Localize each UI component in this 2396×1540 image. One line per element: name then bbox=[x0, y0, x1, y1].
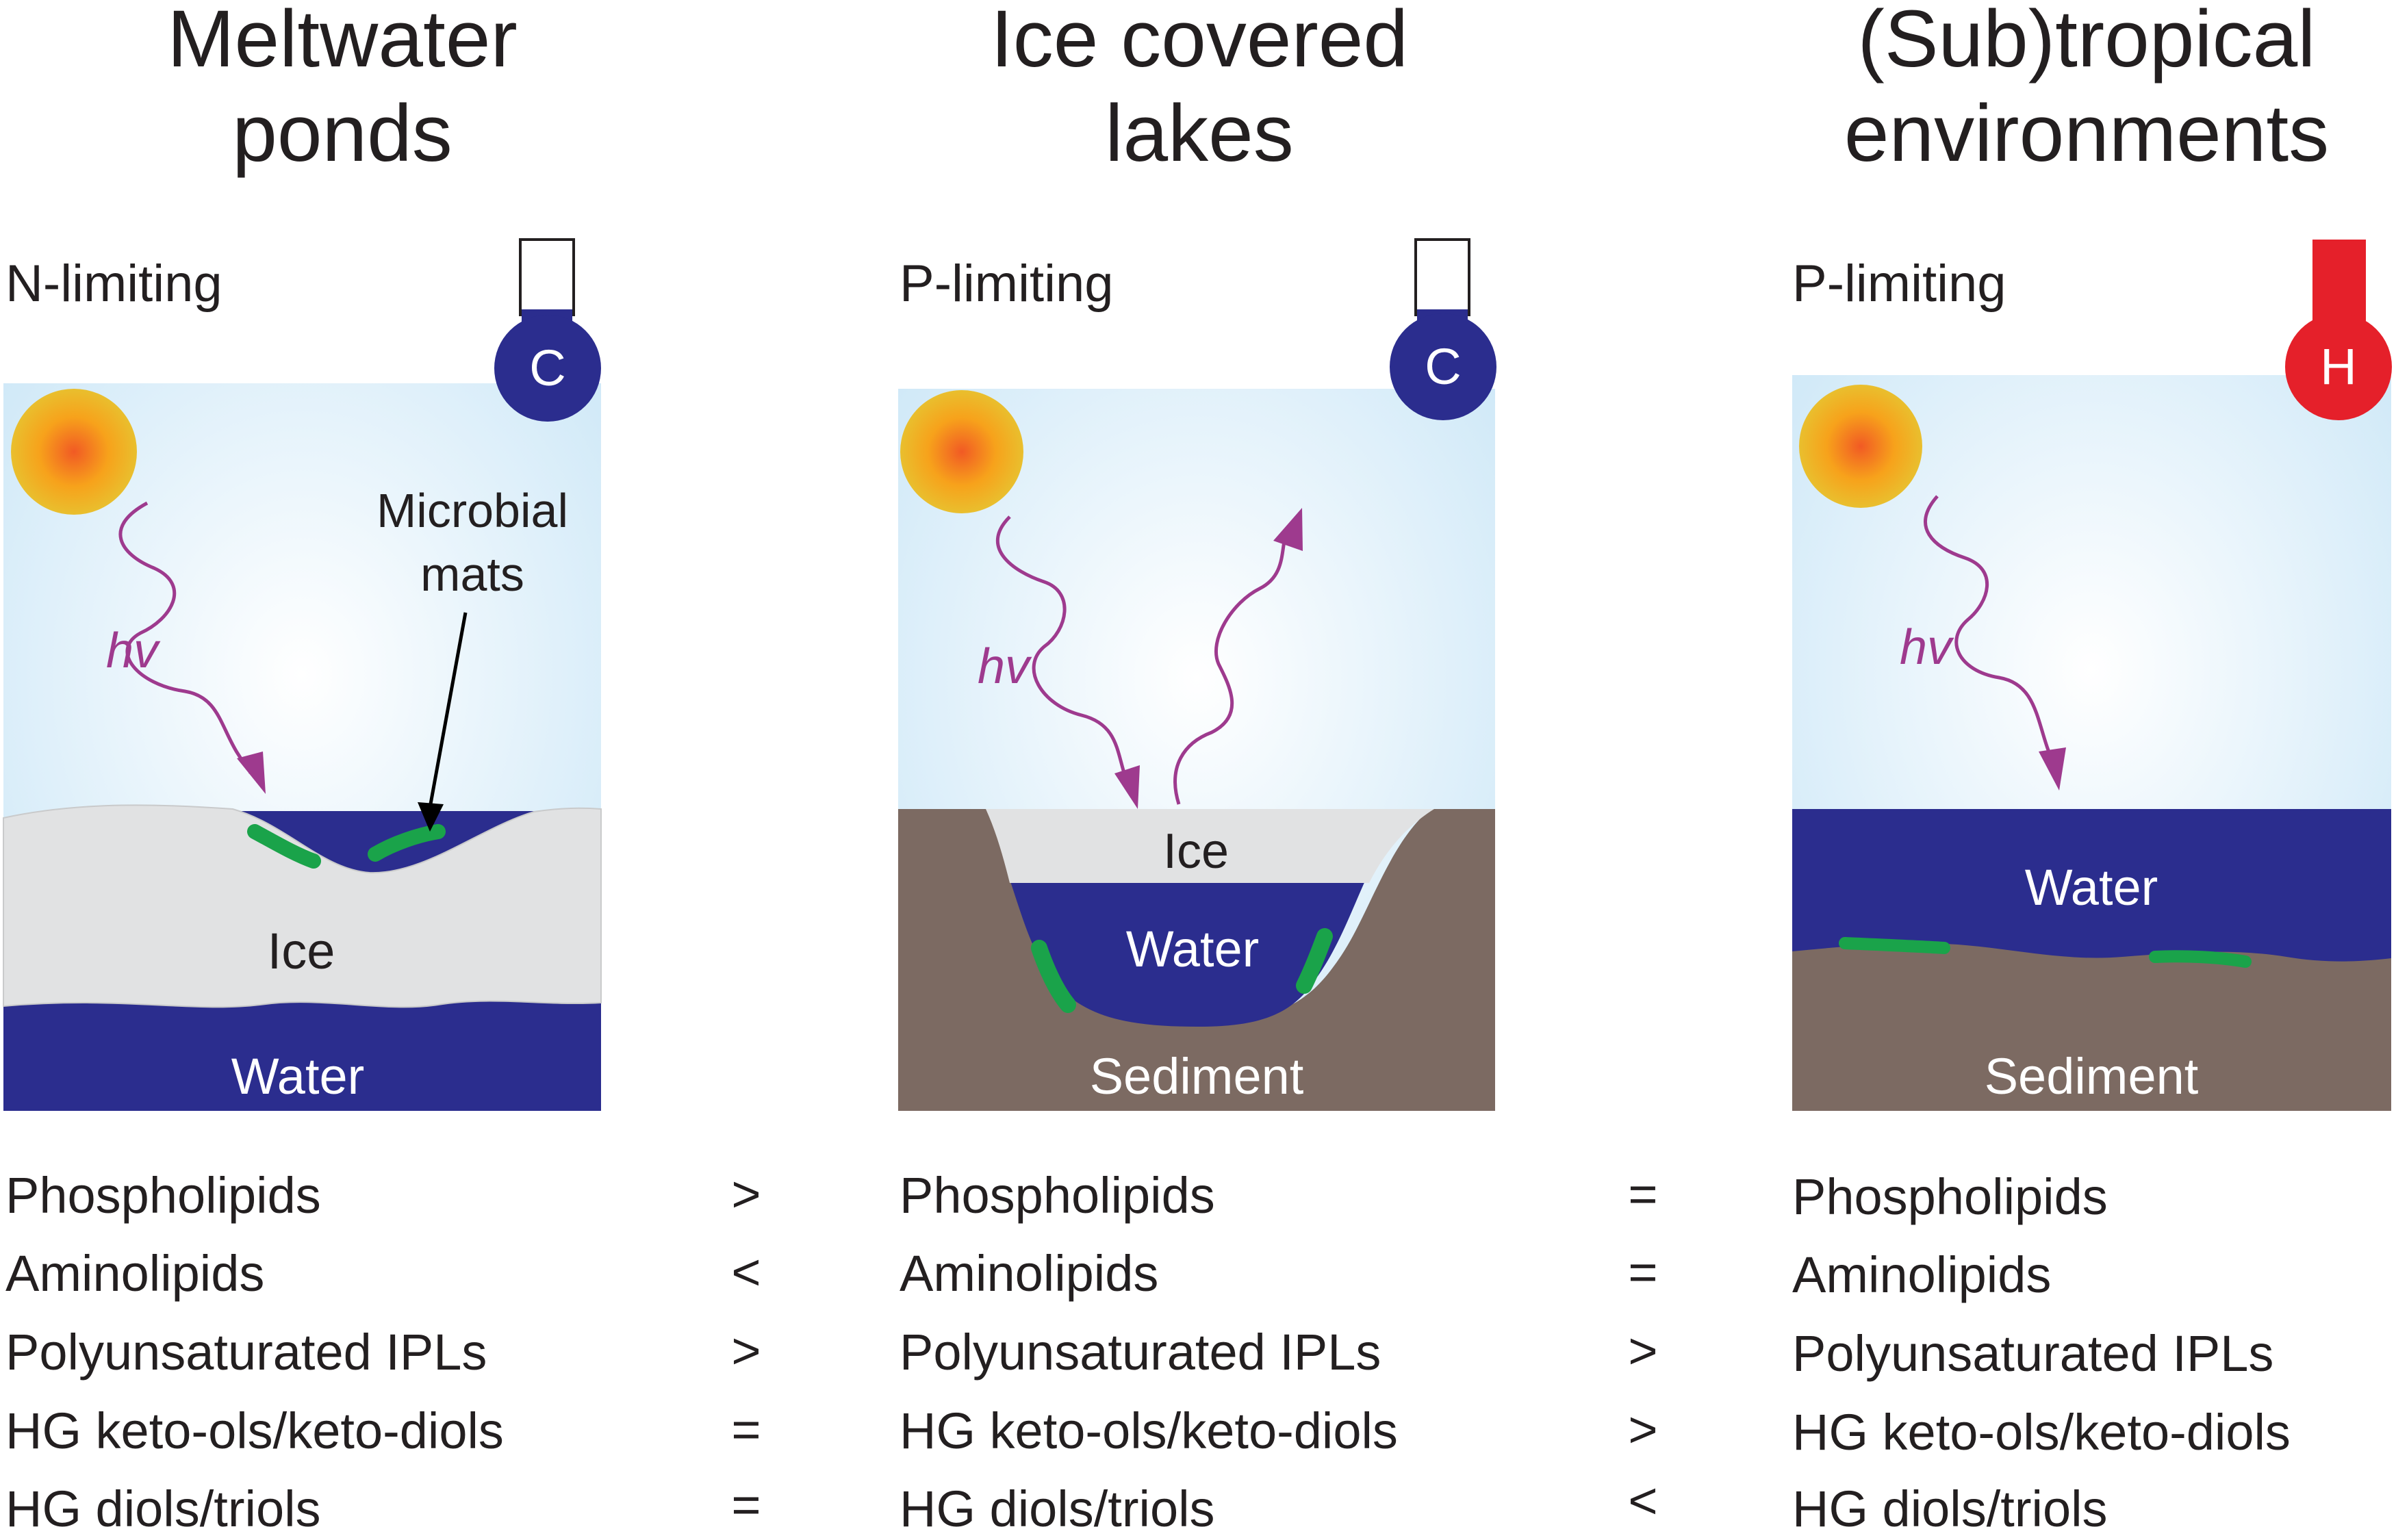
sediment-layer bbox=[1792, 943, 2391, 1111]
comparison-symbol: > bbox=[1628, 1401, 1658, 1458]
thermometer-letter: C bbox=[529, 339, 565, 396]
comparison-symbol: > bbox=[1628, 1322, 1658, 1379]
sun-icon bbox=[1799, 385, 1922, 508]
sediment-label: Sediment bbox=[1090, 1048, 1304, 1105]
water-label: Water bbox=[1126, 921, 1260, 977]
lipid-class: HG keto-ols/keto-diols bbox=[900, 1402, 1398, 1459]
title-line-1: Ice covered bbox=[991, 0, 1408, 84]
sun-icon bbox=[900, 390, 1023, 513]
comparison-symbol: > bbox=[731, 1322, 761, 1379]
thermometer-bulb-hot bbox=[2285, 313, 2392, 420]
panel-meltwater-ponds bbox=[3, 238, 602, 1111]
water-label: Water bbox=[231, 1048, 365, 1105]
photon-arrow bbox=[118, 501, 256, 776]
mats-pointer-arrowhead bbox=[418, 802, 444, 832]
comparison-symbol: = bbox=[731, 1401, 761, 1458]
limitation-label-panel-3: P-limiting bbox=[1792, 255, 2006, 313]
panel-ice-covered-lakes bbox=[898, 238, 1496, 1111]
microbial-mats-label-line-2: mats bbox=[420, 548, 524, 601]
lipid-class: Aminolipids bbox=[1792, 1246, 2052, 1303]
lipid-class: Phospholipids bbox=[900, 1167, 1215, 1224]
title-line-1: Meltwater bbox=[167, 0, 518, 84]
microbial-mat bbox=[1031, 940, 1076, 1013]
thermometer-letter: C bbox=[1425, 338, 1461, 395]
panel-subtropical-environments bbox=[1792, 240, 2392, 1111]
microbial-mat bbox=[368, 824, 446, 862]
comparison-symbol: > bbox=[731, 1166, 761, 1222]
photon-arrowhead bbox=[237, 752, 266, 794]
microbial-mats-label-line-1: Microbial bbox=[377, 484, 568, 537]
title-line-2: ponds bbox=[232, 88, 453, 179]
title-line-1: (Sub)tropical bbox=[1857, 0, 2316, 84]
mats-pointer-line bbox=[428, 612, 468, 808]
limitation-label-panel-2: P-limiting bbox=[900, 255, 1114, 313]
thermometer-tube bbox=[1414, 238, 1470, 316]
ice-layer bbox=[3, 804, 602, 1008]
comparison-symbol: = bbox=[1628, 1166, 1658, 1222]
lipid-class: HG keto-ols/keto-diols bbox=[1792, 1404, 2291, 1461]
thermometer-tube bbox=[519, 238, 575, 316]
hv-label: hv bbox=[106, 624, 161, 678]
photon-arrow-incoming bbox=[995, 515, 1132, 788]
photon-arrowhead bbox=[2039, 747, 2066, 791]
lipid-class: Polyunsaturated IPLs bbox=[1792, 1325, 2274, 1382]
photon-arrow bbox=[1924, 495, 2056, 765]
hv-label: hv bbox=[978, 639, 1032, 694]
title-meltwater-ponds: Meltwater ponds bbox=[0, 0, 685, 181]
title-ice-covered-lakes: Ice covered lakes bbox=[857, 0, 1542, 181]
comparison-symbol: < bbox=[1628, 1472, 1658, 1529]
title-line-2: lakes bbox=[1105, 88, 1294, 179]
lipid-class: Phospholipids bbox=[5, 1167, 321, 1224]
lake-water bbox=[1010, 880, 1366, 1027]
title-line-2: environments bbox=[1844, 88, 2330, 179]
sediment-label: Sediment bbox=[1985, 1048, 2199, 1105]
sediment-layer bbox=[898, 809, 1495, 1111]
hv-label: hv bbox=[1900, 620, 1954, 675]
lipid-class: HG diols/triols bbox=[5, 1480, 321, 1537]
lipid-class: Aminolipids bbox=[900, 1245, 1159, 1302]
lipid-class: HG diols/triols bbox=[900, 1480, 1215, 1537]
microbial-mat bbox=[247, 824, 321, 869]
water-label: Water bbox=[2025, 859, 2158, 916]
microbial-mat bbox=[1296, 928, 1333, 994]
title-subtropical-environments: (Sub)tropical environments bbox=[1744, 0, 2396, 181]
lipid-class: Polyunsaturated IPLs bbox=[900, 1324, 1381, 1381]
ice-cover bbox=[986, 809, 1434, 883]
lipid-class: Polyunsaturated IPLs bbox=[5, 1324, 487, 1381]
limitation-label-panel-1: N-limiting bbox=[5, 255, 222, 313]
ice-label: Ice bbox=[268, 923, 335, 979]
comparison-symbol: < bbox=[731, 1244, 761, 1300]
comparison-symbol: = bbox=[731, 1476, 761, 1533]
sun-icon bbox=[11, 389, 137, 515]
comparison-symbol: = bbox=[1628, 1244, 1658, 1300]
photon-arrowhead bbox=[1114, 765, 1140, 809]
microbial-mat bbox=[1839, 937, 1950, 954]
ice-label: Ice bbox=[1163, 824, 1229, 879]
thermometer-bulb-cold bbox=[494, 315, 601, 422]
thermometer-bulb-cold bbox=[1390, 313, 1496, 420]
photon-arrow-outgoing bbox=[1173, 530, 1289, 805]
microbial-mat bbox=[2149, 950, 2252, 968]
lipid-class: HG keto-ols/keto-diols bbox=[5, 1402, 504, 1459]
diagram-panels: hv Microbial mats Ice Water hv Ice Water… bbox=[3, 238, 2392, 1111]
photon-arrowhead bbox=[1273, 508, 1303, 551]
lipid-class: HG diols/triols bbox=[1792, 1480, 2108, 1537]
lipid-class: Aminolipids bbox=[5, 1245, 265, 1302]
lipid-class: Phospholipids bbox=[1792, 1168, 2108, 1225]
thermometer-letter: H bbox=[2320, 338, 2356, 395]
